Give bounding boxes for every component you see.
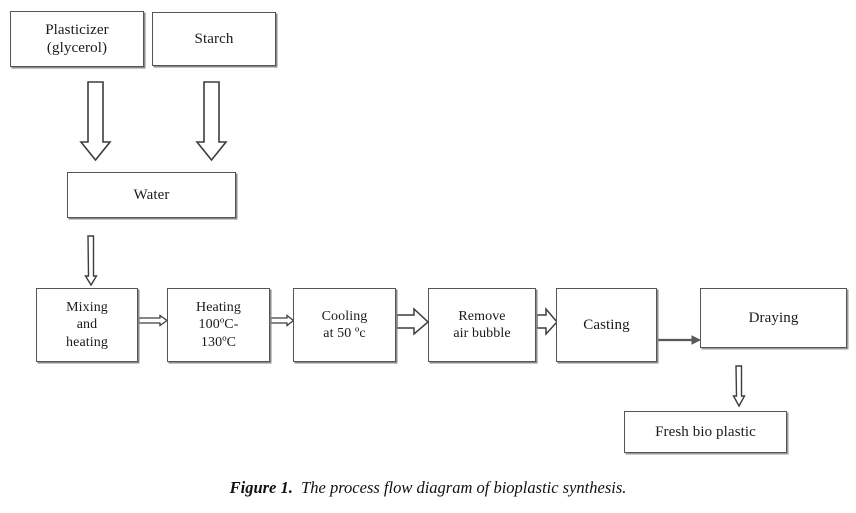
connector-water-to-mixing bbox=[84, 235, 98, 287]
figure-caption-label: Figure 1. bbox=[229, 478, 293, 497]
connector-cooling-to-remove bbox=[396, 307, 430, 336]
node-starch[interactable]: Starch bbox=[152, 12, 276, 66]
connector-starch-to-water bbox=[195, 81, 228, 162]
node-draying[interactable]: Draying bbox=[700, 288, 847, 348]
figure-caption: Figure 1. The process flow diagram of bi… bbox=[0, 478, 856, 498]
node-water[interactable]: Water bbox=[67, 172, 236, 218]
node-heating[interactable]: Heating 100ºC- 130ºC bbox=[167, 288, 270, 362]
node-fresh-bio-plastic[interactable]: Fresh bio plastic bbox=[624, 411, 787, 453]
connector-mixing-to-heating bbox=[138, 314, 169, 327]
connector-casting-to-draying bbox=[658, 335, 702, 345]
connector-remove-to-casting bbox=[536, 306, 558, 336]
node-remove-air-bubble[interactable]: Remove air bubble bbox=[428, 288, 536, 362]
connector-plasticizer-to-water bbox=[79, 81, 112, 162]
figure-caption-body: The process flow diagram of bioplastic s… bbox=[301, 478, 627, 497]
node-mixing-and-heating[interactable]: Mixing and heating bbox=[36, 288, 138, 362]
node-plasticizer[interactable]: Plasticizer (glycerol) bbox=[10, 11, 144, 67]
connector-heating-to-cooling bbox=[270, 314, 295, 327]
connector-draying-to-fresh bbox=[732, 365, 746, 408]
node-cooling[interactable]: Cooling at 50 ºc bbox=[293, 288, 396, 362]
node-casting[interactable]: Casting bbox=[556, 288, 657, 362]
